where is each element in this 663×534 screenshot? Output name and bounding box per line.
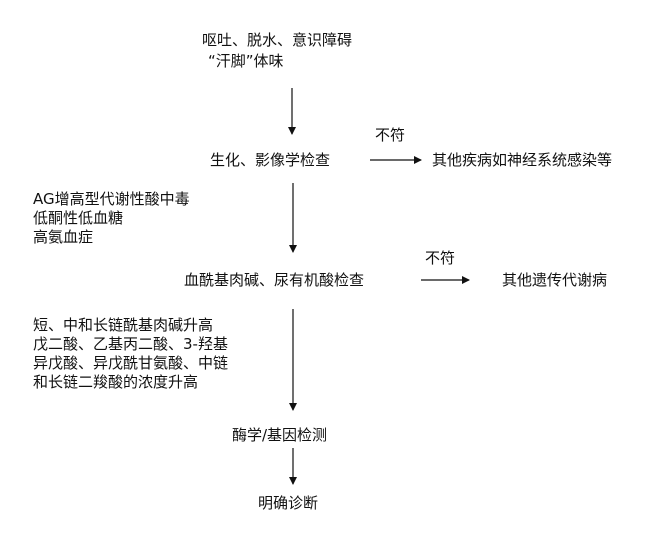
metabolite-findings-note: 短、中和长链酰基肉碱升高 戊二酸、乙基丙二酸、3-羟基 异戊酸、异戊酰甘氨酸、中… — [33, 316, 228, 392]
other-disease-node: 其他疾病如神经系统感染等 — [432, 151, 613, 169]
carnitine-urine-node: 血酰基肉碱、尿有机酸检查 — [184, 271, 365, 289]
metabolite-finding-4: 和长链二羧酸的浓度升高 — [33, 373, 199, 391]
symptoms-line2: “汗脚”体味 — [208, 52, 284, 70]
lab-finding-2: 低酮性低血糖 — [33, 209, 124, 227]
enzyme-gene-node: 酶学/基因检测 — [232, 426, 328, 444]
lab-finding-1: AG增高型代谢性酸中毒 — [33, 190, 190, 208]
lab-findings-note: AG增高型代谢性酸中毒 低酮性低血糖 高氨血症 — [33, 190, 190, 247]
metabolite-finding-1: 短、中和长链酰基肉碱升高 — [33, 316, 214, 334]
metabolite-finding-2: 戊二酸、乙基丙二酸、3-羟基 — [33, 335, 228, 353]
symptoms-line1: 呕吐、脱水、意识障碍 — [202, 31, 353, 49]
other-metabolic-node: 其他遗传代谢病 — [502, 271, 608, 289]
metabolite-finding-3: 异戊酸、异戊酰甘氨酸、中链 — [33, 354, 229, 372]
mismatch-label-2: 不符 — [425, 249, 456, 267]
mismatch-label-1: 不符 — [375, 126, 406, 144]
biochem-imaging-node: 生化、影像学检查 — [210, 151, 331, 169]
lab-finding-3: 高氨血症 — [33, 228, 94, 246]
diagnosis-node: 明确诊断 — [258, 494, 319, 512]
